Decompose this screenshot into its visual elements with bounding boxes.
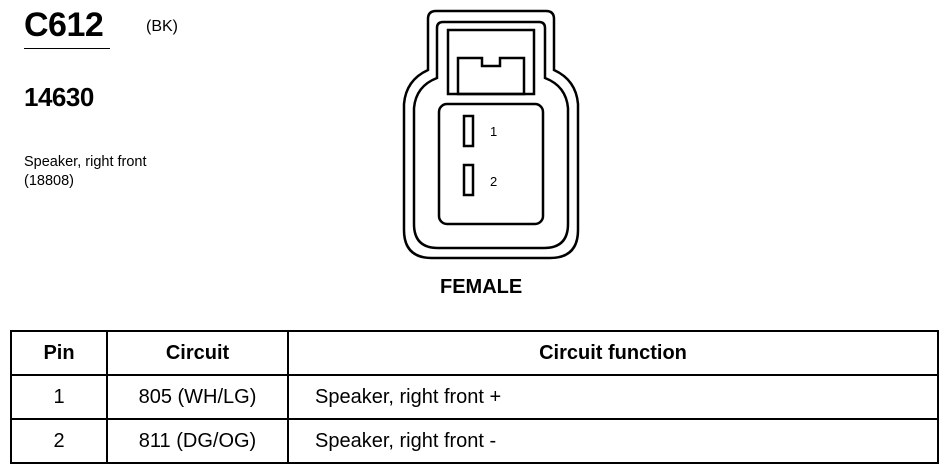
pin-1-label: 1 — [490, 124, 497, 139]
header-circuit: Circuit — [106, 330, 289, 376]
pin-2-label: 2 — [490, 174, 497, 189]
locking-tab-frame — [446, 28, 536, 96]
description-line-2: (18808) — [24, 173, 74, 189]
table-header-row: Pin Circuit Circuit function — [10, 330, 939, 376]
part-number: 14630 — [24, 82, 94, 112]
table-row: 2 811 (DG/OG) Speaker, right front - — [10, 418, 939, 464]
connector-color: (BK) — [146, 18, 178, 35]
cell-circuit: 811 (DG/OG) — [106, 418, 289, 464]
cell-circuit: 805 (WH/LG) — [106, 374, 289, 420]
cell-pin: 2 — [10, 418, 108, 464]
connector-outer-shell — [402, 9, 580, 260]
locking-tab-latch — [456, 56, 526, 96]
connector-gender-label: FEMALE — [440, 276, 523, 298]
cell-circuit-function: Speaker, right front + — [287, 374, 939, 420]
pin-2-terminal — [462, 163, 475, 197]
connector-id-underline — [24, 48, 110, 49]
cell-pin: 1 — [10, 374, 108, 420]
pinout-table: Pin Circuit Circuit function 1 805 (WH/L… — [10, 330, 939, 464]
connector-inner-shell — [412, 20, 570, 250]
pin-1-terminal — [462, 114, 475, 148]
description-line-1: Speaker, right front — [24, 154, 147, 170]
cell-circuit-function: Speaker, right front - — [287, 418, 939, 464]
connector-id: C612 — [24, 6, 104, 44]
header-pin: Pin — [10, 330, 108, 376]
terminal-cavity-block — [437, 102, 545, 226]
connector-face-diagram: 1 2 — [402, 9, 580, 260]
header-circuit-function: Circuit function — [287, 330, 939, 376]
connector-description: Speaker, right front (18808) — [24, 153, 147, 191]
table-row: 1 805 (WH/LG) Speaker, right front + — [10, 374, 939, 420]
